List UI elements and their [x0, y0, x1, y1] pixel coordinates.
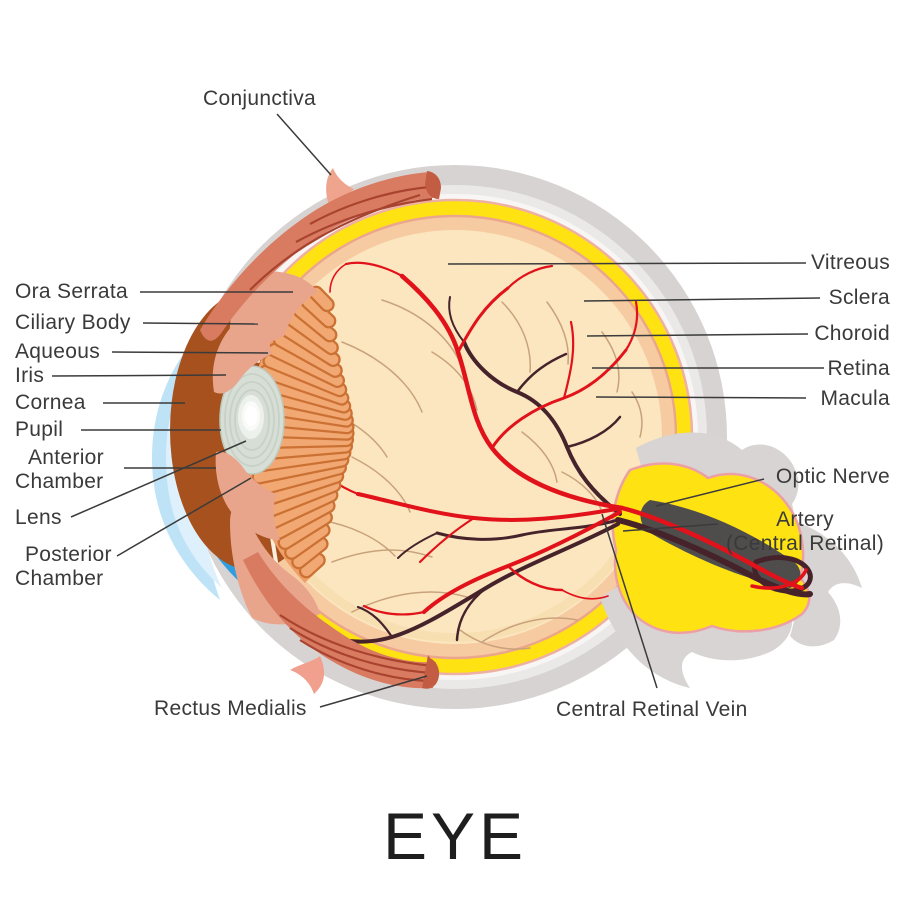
- leader-conjunctiva: [276, 113, 332, 176]
- leader-macula: [595, 396, 807, 399]
- leader-optic-nerve: [655, 478, 765, 507]
- label-sclera: Sclera: [828, 286, 890, 309]
- leader-sclera: [583, 297, 821, 302]
- leader-lens: [70, 440, 247, 518]
- artery-loop: [750, 568, 808, 590]
- label-macula: Macula: [820, 387, 890, 410]
- muscle-end-top: [425, 171, 441, 199]
- label-cornea: Cornea: [15, 391, 86, 414]
- label-iris: Iris: [15, 364, 45, 387]
- leader-iris: [51, 374, 227, 377]
- anterior-segment: [152, 271, 355, 625]
- label-artery-line2: (Central Retinal): [726, 532, 884, 555]
- label-posterior-chamber-line2: Chamber: [15, 567, 104, 590]
- label-anterior-chamber: Anterior Chamber: [15, 446, 104, 494]
- muscle-flap-bottom: [290, 656, 325, 694]
- label-posterior-chamber-line1: Posterior: [25, 543, 112, 566]
- label-artery: Artery (Central Retinal): [720, 508, 890, 556]
- label-lens: Lens: [15, 506, 62, 529]
- label-aqueous: Aqueous: [15, 340, 101, 363]
- iris-leaf-top: [212, 306, 274, 394]
- leader-lines: [51, 113, 824, 708]
- label-artery-line1: Artery: [776, 508, 834, 531]
- leader-aqueous: [111, 351, 269, 354]
- muscle-striations-top: [249, 185, 433, 291]
- leader-vitreous: [447, 262, 807, 265]
- conjunctiva-flap: [326, 168, 354, 208]
- label-conjunctiva: Conjunctiva: [203, 87, 317, 110]
- vitreous-body: [248, 230, 662, 644]
- optic-nerve: [600, 432, 862, 688]
- label-pupil: Pupil: [15, 418, 64, 441]
- ciliary-body-flesh-bottom: [230, 494, 320, 625]
- vein-loop: [752, 555, 813, 594]
- leader-posterior-chamber: [116, 477, 252, 557]
- muscle-striations-bottom: [279, 614, 435, 683]
- label-optic-nerve: Optic Nerve: [775, 465, 890, 488]
- label-posterior-chamber: Posterior Chamber: [15, 543, 112, 591]
- label-rectus-medialis: Rectus Medialis: [154, 697, 307, 720]
- label-choroid: Choroid: [814, 322, 890, 345]
- label-vitreous: Vitreous: [810, 251, 890, 274]
- muscle-end-bottom: [422, 655, 440, 689]
- label-anterior-chamber-line1: Anterior: [28, 446, 104, 469]
- label-ciliary-body: Ciliary Body: [15, 311, 131, 334]
- label-ora-serrata: Ora Serrata: [15, 280, 129, 303]
- leader-artery: [622, 523, 719, 532]
- diagram-title: EYE: [382, 799, 528, 873]
- vitreous-shading: [268, 520, 642, 643]
- leader-ciliary-body: [142, 322, 259, 325]
- label-retina: Retina: [827, 357, 890, 380]
- retinal-arteries: [310, 261, 639, 616]
- label-anterior-chamber-line2: Chamber: [15, 470, 104, 493]
- leader-choroid: [586, 333, 809, 337]
- iris-leaf-bottom: [215, 451, 280, 540]
- label-central-retinal-vein: Central Retinal Vein: [556, 698, 748, 721]
- leader-rectus-medialis: [319, 675, 428, 708]
- nerve-core: [640, 500, 801, 588]
- leader-central-retinal-vein: [601, 513, 658, 689]
